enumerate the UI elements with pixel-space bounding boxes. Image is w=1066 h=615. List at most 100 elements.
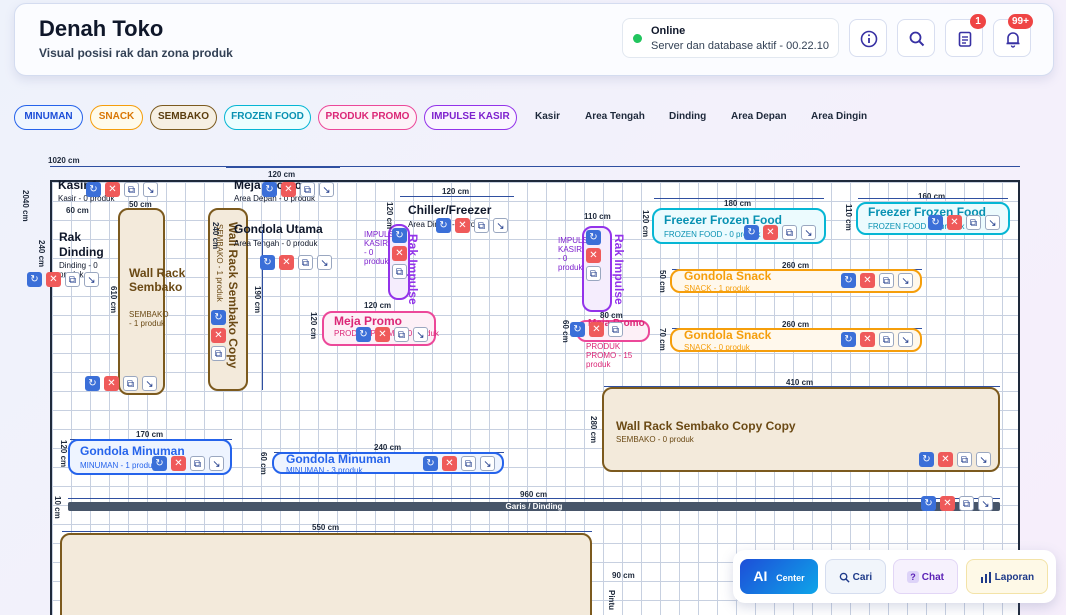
duplicate-icon[interactable]: ⧉	[461, 456, 476, 471]
filter-zone-dinding[interactable]: Dinding	[669, 111, 707, 122]
item-chiller-name[interactable]: Chiller/Freezer	[408, 203, 492, 217]
resize-icon[interactable]: ↘	[898, 273, 913, 288]
task-button[interactable]: 1	[945, 14, 986, 57]
item-wall-rack-sembako[interactable]: Wall Rack Sembako SEMBAKO - 1 produk	[118, 208, 185, 395]
item-rak-impulse-1[interactable]: Rak Impulse	[388, 224, 420, 305]
duplicate-icon[interactable]: ⧉	[957, 452, 972, 467]
rotate-icon[interactable]: ↻	[392, 228, 407, 243]
duplicate-icon[interactable]: ⧉	[966, 215, 981, 230]
delete-icon[interactable]: ✕	[46, 272, 61, 287]
item-rak-dinding-name[interactable]: Rak Dinding	[59, 230, 104, 259]
rotate-icon[interactable]: ↻	[262, 182, 277, 197]
rotate-icon[interactable]: ↻	[570, 322, 585, 337]
delete-icon[interactable]: ✕	[763, 225, 778, 240]
rotate-icon[interactable]: ↻	[744, 225, 759, 240]
filter-chip-produk-promo[interactable]: PRODUK PROMO	[318, 105, 417, 130]
resize-icon[interactable]: ↘	[978, 496, 993, 511]
rotate-icon[interactable]: ↻	[928, 215, 943, 230]
duplicate-icon[interactable]: ⧉	[65, 272, 80, 287]
item-gondola-snack-1[interactable]: Gondola Snack SNACK - 1 produk	[670, 269, 922, 293]
delete-icon[interactable]: ✕	[442, 456, 457, 471]
duplicate-icon[interactable]: ⧉	[124, 182, 139, 197]
item-bottom-box[interactable]	[60, 533, 592, 615]
rotate-icon[interactable]: ↻	[919, 452, 934, 467]
duplicate-icon[interactable]: ⧉	[879, 273, 894, 288]
delete-icon[interactable]: ✕	[589, 322, 604, 337]
delete-icon[interactable]: ✕	[586, 248, 601, 263]
resize-icon[interactable]: ↘	[142, 376, 157, 391]
duplicate-icon[interactable]: ⧉	[586, 266, 601, 281]
duplicate-icon[interactable]: ⧉	[474, 218, 489, 233]
resize-icon[interactable]: ↘	[480, 456, 495, 471]
delete-icon[interactable]: ✕	[281, 182, 296, 197]
rotate-icon[interactable]: ↻	[152, 456, 167, 471]
resize-icon[interactable]: ↘	[976, 452, 991, 467]
resize-icon[interactable]: ↘	[319, 182, 334, 197]
filter-chip-minuman[interactable]: MINUMAN	[14, 105, 83, 130]
rotate-icon[interactable]: ↻	[586, 230, 601, 245]
resize-icon[interactable]: ↘	[493, 218, 508, 233]
resize-icon[interactable]: ↘	[209, 456, 224, 471]
duplicate-icon[interactable]: ⧉	[879, 332, 894, 347]
resize-icon[interactable]: ↘	[143, 182, 158, 197]
search-button[interactable]	[897, 19, 935, 57]
delete-icon[interactable]: ✕	[455, 218, 470, 233]
delete-icon[interactable]: ✕	[104, 376, 119, 391]
notification-button[interactable]: 99+	[993, 14, 1033, 57]
resize-icon[interactable]: ↘	[898, 332, 913, 347]
delete-icon[interactable]: ✕	[947, 215, 962, 230]
item-gondola-utama-name[interactable]: Gondola Utama	[234, 222, 323, 236]
resize-icon[interactable]: ↘	[413, 327, 428, 342]
resize-icon[interactable]: ↘	[317, 255, 332, 270]
rotate-icon[interactable]: ↻	[86, 182, 101, 197]
duplicate-icon[interactable]: ⧉	[959, 496, 974, 511]
info-button[interactable]	[849, 19, 887, 57]
filter-zone-area-tengah[interactable]: Area Tengah	[585, 111, 645, 122]
filter-chip-impulse-kasir[interactable]: IMPULSE KASIR	[424, 105, 517, 130]
filter-chip-sembako[interactable]: SEMBAKO	[150, 105, 217, 130]
duplicate-icon[interactable]: ⧉	[123, 376, 138, 391]
resize-icon[interactable]: ↘	[985, 215, 1000, 230]
delete-icon[interactable]: ✕	[211, 328, 226, 343]
duplicate-icon[interactable]: ⧉	[782, 225, 797, 240]
search-dock-button[interactable]: Cari	[825, 559, 886, 594]
delete-icon[interactable]: ✕	[279, 255, 294, 270]
delete-icon[interactable]: ✕	[938, 452, 953, 467]
delete-icon[interactable]: ✕	[375, 327, 390, 342]
delete-icon[interactable]: ✕	[392, 246, 407, 261]
rotate-icon[interactable]: ↻	[921, 496, 936, 511]
item-garis-dinding[interactable]: Garis / Dinding	[68, 502, 1000, 511]
floor-plan-canvas[interactable]: 1020 cm 2040 cm Kasir 1 Kasir - 0 produk…	[0, 150, 1066, 615]
delete-icon[interactable]: ✕	[860, 273, 875, 288]
rotate-icon[interactable]: ↻	[841, 332, 856, 347]
duplicate-icon[interactable]: ⧉	[211, 346, 226, 361]
filter-chip-snack[interactable]: SNACK	[90, 105, 143, 130]
duplicate-icon[interactable]: ⧉	[394, 327, 409, 342]
delete-icon[interactable]: ✕	[105, 182, 120, 197]
rotate-icon[interactable]: ↻	[841, 273, 856, 288]
resize-icon[interactable]: ↘	[84, 272, 99, 287]
rotate-icon[interactable]: ↻	[436, 218, 451, 233]
rotate-icon[interactable]: ↻	[85, 376, 100, 391]
duplicate-icon[interactable]: ⧉	[300, 182, 315, 197]
rotate-icon[interactable]: ↻	[27, 272, 42, 287]
filter-chip-frozen-food[interactable]: FROZEN FOOD	[224, 105, 311, 130]
duplicate-icon[interactable]: ⧉	[608, 322, 623, 337]
delete-icon[interactable]: ✕	[860, 332, 875, 347]
filter-zone-kasir[interactable]: Kasir	[535, 111, 561, 122]
rotate-icon[interactable]: ↻	[260, 255, 275, 270]
resize-icon[interactable]: ↘	[801, 225, 816, 240]
duplicate-icon[interactable]: ⧉	[298, 255, 313, 270]
rotate-icon[interactable]: ↻	[211, 310, 226, 325]
duplicate-icon[interactable]: ⧉	[190, 456, 205, 471]
rotate-icon[interactable]: ↻	[356, 327, 371, 342]
delete-icon[interactable]: ✕	[171, 456, 186, 471]
chat-button[interactable]: ? Chat	[893, 559, 958, 594]
ai-center-button[interactable]: AI Center	[740, 559, 818, 594]
delete-icon[interactable]: ✕	[940, 496, 955, 511]
filter-zone-area-depan[interactable]: Area Depan	[731, 111, 787, 122]
item-freezer-frozen-food-1[interactable]: Freezer Frozen Food FROZEN FOOD - 0 prod…	[652, 208, 826, 244]
report-button[interactable]: Laporan	[966, 559, 1048, 594]
filter-zone-area-dingin[interactable]: Area Dingin	[811, 111, 868, 122]
duplicate-icon[interactable]: ⧉	[392, 264, 407, 279]
